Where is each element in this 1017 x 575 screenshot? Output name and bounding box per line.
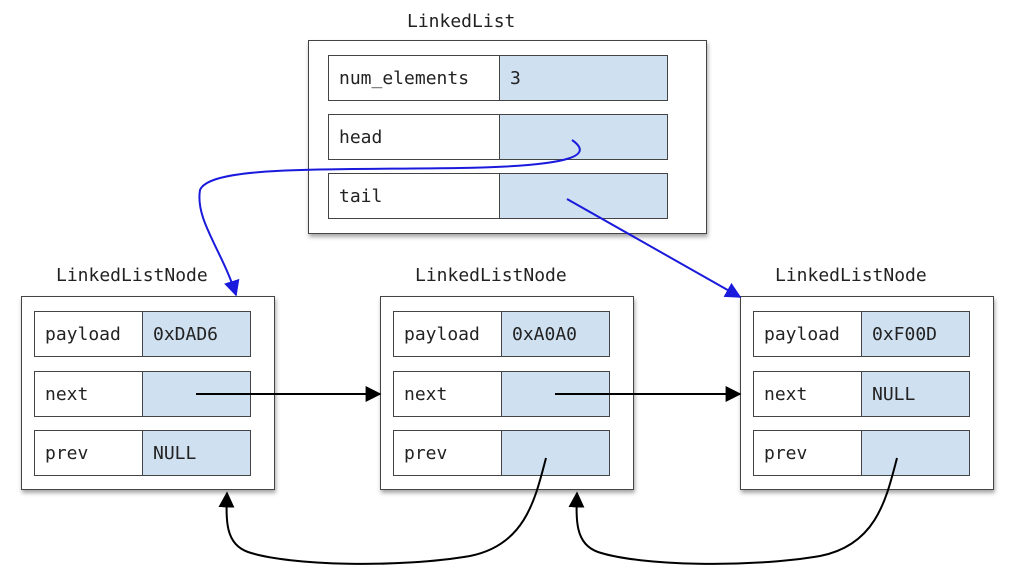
field-value xyxy=(500,174,667,218)
field-prev: prev xyxy=(753,430,970,476)
field-value: 3 xyxy=(500,56,667,100)
field-value: 0xDAD6 xyxy=(143,312,250,356)
field-head: head xyxy=(328,114,668,160)
field-prev: prev xyxy=(393,430,610,476)
field-name: prev xyxy=(394,431,502,475)
field-name: prev xyxy=(35,431,143,475)
linkedlist-box: num_elements 3 head tail xyxy=(308,40,707,234)
node-box: payload 0xA0A0 next prev xyxy=(380,296,634,490)
field-name: num_elements xyxy=(329,56,500,100)
field-value: NULL xyxy=(143,431,250,475)
field-name: prev xyxy=(754,431,862,475)
prev-pointer-arrow xyxy=(568,457,898,565)
head-pointer-arrow xyxy=(198,139,581,297)
field-next: next NULL xyxy=(753,371,970,417)
field-payload: payload 0xDAD6 xyxy=(34,311,251,357)
field-name: payload xyxy=(35,312,143,356)
prev-pointer-arrow xyxy=(218,457,547,565)
node-title: LinkedListNode xyxy=(775,265,927,286)
node-box: payload 0xF00D next NULL prev xyxy=(740,296,994,490)
tail-pointer-arrow xyxy=(566,198,742,298)
field-name: payload xyxy=(394,312,502,356)
field-value xyxy=(862,431,969,475)
node-title: LinkedListNode xyxy=(56,265,208,286)
field-payload: payload 0xA0A0 xyxy=(393,311,610,357)
field-prev: prev NULL xyxy=(34,430,251,476)
field-tail: tail xyxy=(328,173,668,219)
field-name: payload xyxy=(754,312,862,356)
field-value: NULL xyxy=(862,372,969,416)
field-value xyxy=(502,431,609,475)
field-num-elements: num_elements 3 xyxy=(328,55,668,101)
linkedlist-title: LinkedList xyxy=(407,11,516,32)
field-value: 0xA0A0 xyxy=(502,312,609,356)
node-title: LinkedListNode xyxy=(415,265,567,286)
field-name: tail xyxy=(329,174,500,218)
field-name: next xyxy=(754,372,862,416)
field-name: next xyxy=(394,372,502,416)
field-value: 0xF00D xyxy=(862,312,969,356)
field-name: next xyxy=(35,372,143,416)
field-payload: payload 0xF00D xyxy=(753,311,970,357)
field-name: head xyxy=(329,115,500,159)
field-value xyxy=(500,115,667,159)
